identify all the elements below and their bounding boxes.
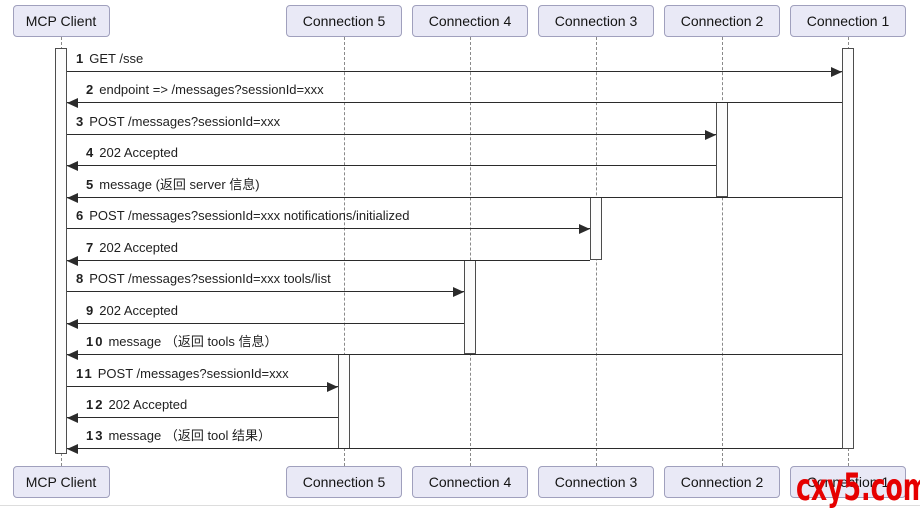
- actor-box-bottom-connection-3: Connection 3: [538, 466, 654, 498]
- actor-box-top-mcp-client: MCP Client: [12, 5, 110, 37]
- message-text: GET /sse: [89, 51, 144, 66]
- arrowhead-icon: [67, 193, 78, 203]
- message-number: 3: [76, 114, 86, 129]
- message-line-13: [67, 448, 842, 449]
- arrowhead-icon: [67, 98, 78, 108]
- actor-box-top-connection-3: Connection 3: [538, 5, 654, 37]
- arrowhead-icon: [453, 287, 464, 297]
- activation-connection-2: [716, 102, 728, 197]
- activation-connection-1: [842, 48, 854, 449]
- actor-box-top-connection-1: Connection 1: [790, 5, 906, 37]
- message-text: message (返回 server 信息): [99, 177, 260, 192]
- message-text: POST /messages?sessionId=xxx: [97, 366, 289, 381]
- message-text: POST /messages?sessionId=xxx tools/list: [89, 271, 331, 286]
- arrowhead-icon: [67, 444, 78, 454]
- message-number: 5: [86, 177, 96, 192]
- message-text: endpoint => /messages?sessionId=xxx: [99, 82, 324, 97]
- arrowhead-icon: [67, 319, 78, 329]
- message-line-12: [67, 417, 338, 418]
- message-number: 1: [76, 51, 86, 66]
- actor-box-top-connection-4: Connection 4: [412, 5, 528, 37]
- message-number: 10: [86, 334, 105, 349]
- message-number: 9: [86, 303, 96, 318]
- arrowhead-icon: [67, 350, 78, 360]
- message-number: 4: [86, 145, 96, 160]
- message-line-5: [67, 197, 842, 198]
- message-line-11: [67, 386, 338, 387]
- message-line-10: [67, 354, 842, 355]
- message-number: 13: [86, 428, 105, 443]
- message-text: 202 Accepted: [99, 303, 179, 318]
- message-number: 6: [76, 208, 86, 223]
- arrowhead-icon: [67, 161, 78, 171]
- message-text: message （返回 tools 信息）: [108, 334, 278, 349]
- message-text: message （返回 tool 结果）: [108, 428, 272, 443]
- message-line-9: [67, 323, 464, 324]
- message-line-6: [67, 228, 590, 229]
- watermark: cxy5.com: [796, 466, 920, 508]
- message-text: POST /messages?sessionId=xxx: [89, 114, 281, 129]
- message-line-1: [67, 71, 842, 72]
- message-text: 202 Accepted: [108, 397, 188, 412]
- actor-box-bottom-connection-5: Connection 5: [286, 466, 402, 498]
- lifeline-connection-2: [721, 37, 723, 466]
- actor-box-bottom-connection-1: Connection 1: [790, 466, 906, 498]
- message-line-8: [67, 291, 464, 292]
- arrowhead-icon: [705, 130, 716, 140]
- message-line-7: [67, 260, 590, 261]
- actor-box-top-connection-5: Connection 5: [286, 5, 402, 37]
- message-line-4: [67, 165, 716, 166]
- message-line-3: [67, 134, 716, 135]
- actor-box-top-connection-2: Connection 2: [664, 5, 780, 37]
- actor-box-bottom-mcp-client: MCP Client: [12, 466, 110, 498]
- activation-mcp-client: [55, 48, 67, 454]
- arrowhead-icon: [67, 256, 78, 266]
- message-text: POST /messages?sessionId=xxx notificatio…: [89, 208, 410, 223]
- arrowhead-icon: [579, 224, 590, 234]
- arrowhead-icon: [67, 413, 78, 423]
- actor-box-bottom-connection-2: Connection 2: [664, 466, 780, 498]
- message-number: 8: [76, 271, 86, 286]
- message-number: 11: [76, 366, 94, 381]
- activation-connection-4: [464, 260, 476, 354]
- arrowhead-icon: [327, 382, 338, 392]
- message-line-2: [67, 102, 842, 103]
- actor-box-bottom-connection-4: Connection 4: [412, 466, 528, 498]
- arrowhead-icon: [831, 67, 842, 77]
- message-number: 7: [86, 240, 96, 255]
- message-number: 12: [86, 397, 105, 412]
- activation-connection-3: [590, 197, 602, 260]
- lifeline-connection-5: [343, 37, 345, 466]
- page-bottom-border: [0, 505, 920, 506]
- message-text: 202 Accepted: [99, 240, 179, 255]
- message-number: 2: [86, 82, 96, 97]
- message-text: 202 Accepted: [99, 145, 179, 160]
- lifeline-connection-4: [469, 37, 471, 466]
- activation-connection-5: [338, 354, 350, 449]
